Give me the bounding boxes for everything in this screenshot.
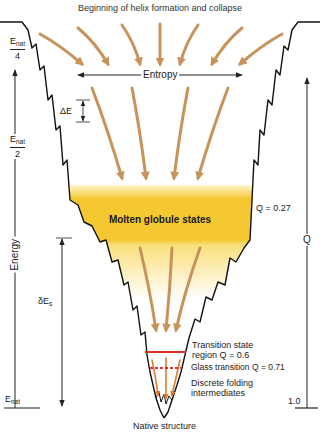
fraction-denominator: 2: [10, 149, 25, 159]
band-label: Molten globule states: [90, 214, 230, 225]
energy-subscript: nat: [16, 40, 25, 47]
energy-gap-label: δEs: [36, 296, 54, 308]
symbol: δE: [38, 296, 49, 306]
axis-label: Q: [301, 234, 313, 246]
fraction-bar: [10, 147, 25, 148]
energy-symbol: E: [10, 134, 16, 144]
transition-label: Transition state region Q = 0.6: [192, 340, 272, 361]
symbol: E: [5, 394, 11, 404]
energy-symbol: E: [10, 36, 16, 46]
native-label: Native structure: [133, 421, 196, 431]
subscript: nat: [11, 398, 20, 405]
axis-value: 1.0: [288, 396, 301, 406]
stage-caption: Beginning of helix formation and collaps…: [78, 3, 242, 13]
fraction-numerator: Enat: [10, 36, 25, 48]
intermediate-label: Discrete folding intermediates: [191, 378, 271, 399]
fraction-bar: [10, 49, 25, 50]
fraction-numerator: Enat: [10, 134, 25, 146]
axis-label: Energy: [9, 237, 21, 273]
energy-step-label: ΔE: [60, 106, 72, 116]
subscript: s: [49, 300, 52, 307]
native-energy-label: Enat: [5, 394, 20, 406]
fraction-denominator: 4: [10, 51, 25, 61]
transition-label: Glass transition Q = 0.71: [191, 363, 285, 373]
axis-label: Entropy: [141, 69, 179, 81]
band-label-box: Molten globule states: [90, 214, 230, 225]
order-parameter-value: Q = 0.27: [256, 203, 291, 213]
energy-subscript: nat: [16, 138, 25, 145]
energy-fraction: Enat 2: [8, 134, 27, 159]
energy-fraction: Enat 4: [8, 36, 27, 61]
